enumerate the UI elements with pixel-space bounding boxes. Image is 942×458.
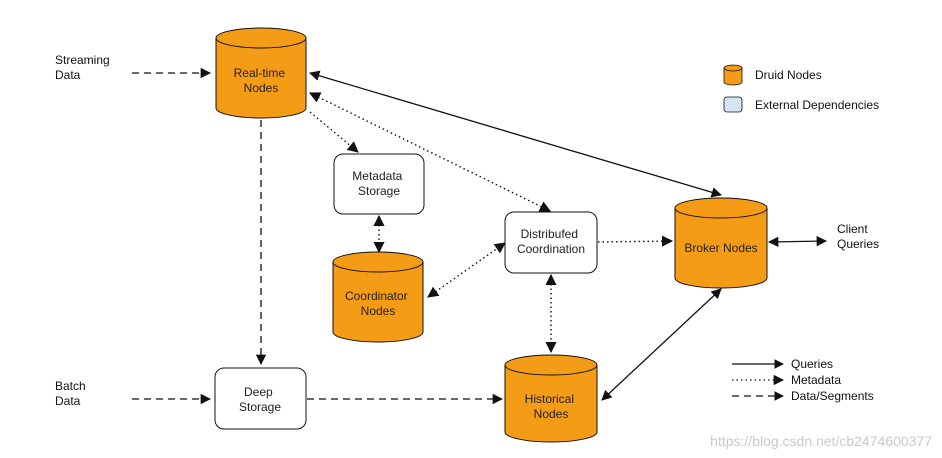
streaming-data-label: Streaming Data	[55, 53, 113, 82]
deep-storage: Deep Storage	[214, 367, 307, 430]
legend-druid-nodes-swatch	[723, 64, 743, 86]
coordinator-nodes: Coordinator Nodes	[332, 251, 424, 343]
legend-data-label: Data/Segments	[791, 389, 874, 403]
realtime-nodes: Real-time Nodes	[215, 27, 307, 119]
metadata-storage-label: Metadata Storage	[352, 169, 405, 198]
deep-storage-label: Deep Storage	[239, 385, 281, 414]
broker-nodes-label: Broker Nodes	[684, 241, 757, 255]
batch-data-label: Batch Data	[55, 379, 89, 408]
coordinator-nodes-label: Coordinator Nodes	[345, 289, 411, 318]
realtime-nodes-label: Real-time Nodes	[234, 66, 289, 95]
legend-druid-nodes-label: Druid Nodes	[755, 68, 822, 82]
edge-distributed-broker	[597, 235, 674, 247]
legend: Druid Nodes External Dependencies Querie…	[723, 64, 879, 403]
edge-broker-client	[767, 235, 828, 248]
legend-queries-label: Queries	[791, 357, 833, 371]
legend-metadata-label: Metadata	[791, 373, 841, 387]
distributed-coordination-label: Distribufed Coordination	[517, 227, 585, 256]
edge-realtime-metadata	[309, 111, 359, 153]
broker-nodes: Broker Nodes	[674, 197, 768, 289]
metadata-storage: Metadata Storage	[333, 153, 425, 215]
client-queries-label: Client Queries	[837, 222, 879, 251]
watermark-text: https://blog.csdn.net/cb2474600377	[710, 433, 932, 449]
edge-coordinator-distributed	[427, 242, 506, 298]
legend-external-swatch	[723, 96, 743, 113]
edge-broker-historical	[601, 288, 722, 401]
historical-nodes-label: Historical Nodes	[525, 392, 578, 421]
historical-nodes: Historical Nodes	[504, 354, 598, 443]
legend-external-label: External Dependencies	[755, 98, 879, 112]
distributed-coordination: Distribufed Coordination	[504, 211, 598, 274]
